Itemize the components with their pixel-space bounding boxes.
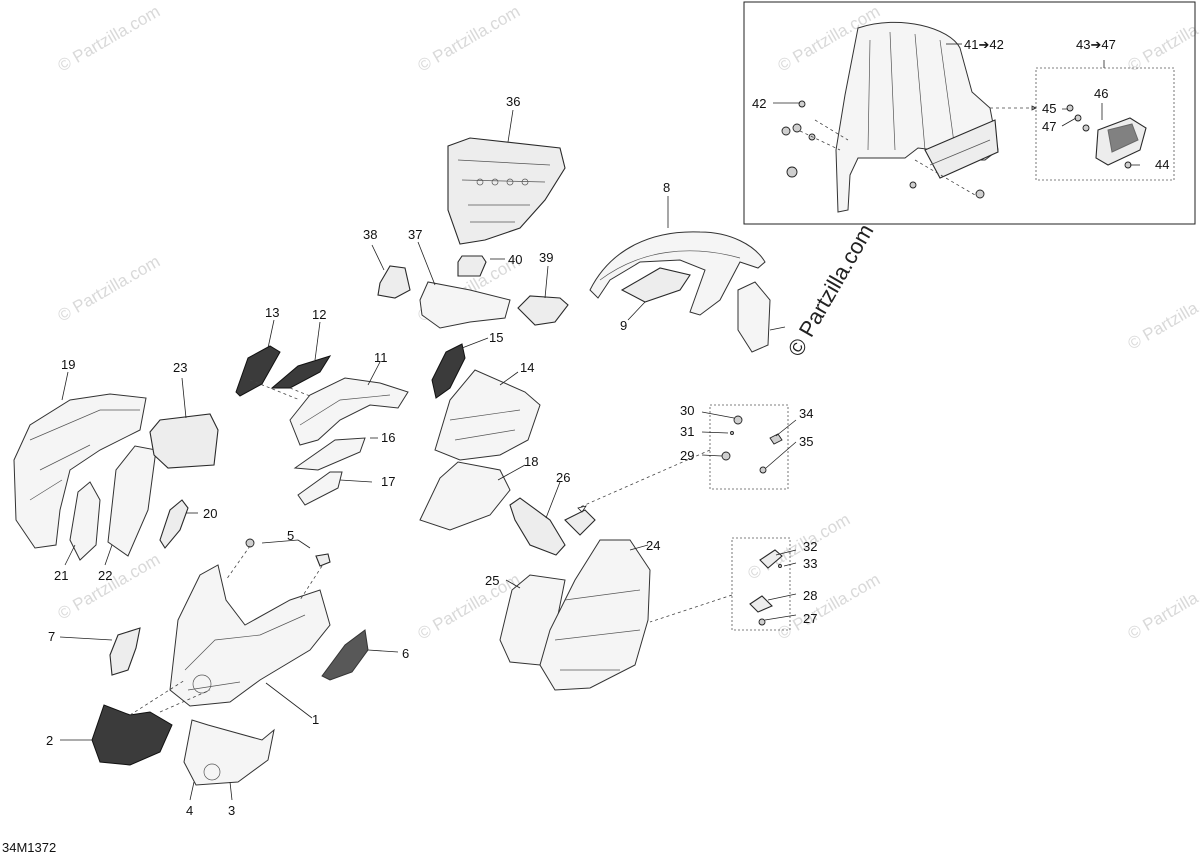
callout-35: 35 [799,434,813,449]
part-17 [297,471,343,506]
part-39 [517,295,569,326]
callout-23: 23 [173,360,187,375]
windshield-bracket [924,119,999,179]
part-1 [169,564,331,707]
callout-labels: 1 2 3 4 5 6 7 8 9 11 12 13 14 15 16 17 1… [46,37,1169,818]
part-26 [509,497,566,556]
part-21 [69,481,101,561]
callout-21: 21 [54,568,68,583]
part-37 [419,281,511,329]
callout-13: 13 [265,305,279,320]
watermark: © Partzilla.com [1125,570,1200,644]
callout-1: 1 [312,712,319,727]
callout-44: 44 [1155,157,1169,172]
callout-40: 40 [508,252,522,267]
watermark: © Partzilla.com [1125,280,1200,354]
watermark: © Partzilla.com [55,252,164,326]
callout-7: 7 [48,629,55,644]
callout-29: 29 [680,448,694,463]
part-22 [107,445,157,557]
callout-42: 42 [752,96,766,111]
callout-28: 28 [803,588,817,603]
callout-20: 20 [203,506,217,521]
part-5-clip [315,553,331,567]
callout-38: 38 [363,227,377,242]
part-14 [434,369,541,461]
part-38 [377,265,411,299]
part-20 [159,499,189,549]
part-16 [293,437,366,471]
callout-22: 22 [98,568,112,583]
callout-32: 32 [803,539,817,554]
callout-9: 9 [620,318,627,333]
callout-12: 12 [312,307,326,322]
callout-5: 5 [287,528,294,543]
callout-43-47: 43➔47 [1076,37,1116,52]
part-3 [183,719,275,786]
callout-41-42: 41➔42 [964,37,1004,52]
callout-4: 4 [186,803,193,818]
callout-24: 24 [646,538,660,553]
callout-8: 8 [663,180,670,195]
part-15 [431,343,466,399]
callout-47: 47 [1042,119,1056,134]
callout-2: 2 [46,733,53,748]
part-6 [321,629,369,681]
part-8-side [737,281,771,353]
callout-17: 17 [381,474,395,489]
watermark: © Partzilla.com [1125,2,1200,76]
callout-33: 33 [803,556,817,571]
windshield-inset-box [743,1,1196,225]
part-11 [289,377,409,446]
callout-46: 46 [1094,86,1108,101]
callout-11: 11 [374,350,388,365]
callout-19: 19 [61,357,75,372]
watermark: © Partzilla.com [745,510,854,584]
callout-15: 15 [489,330,503,345]
callout-30: 30 [680,403,694,418]
callout-18: 18 [524,454,538,469]
callout-6: 6 [402,646,409,661]
part-36-holes [476,178,529,186]
part-8 [589,231,766,316]
callout-37: 37 [408,227,422,242]
watermark: © Partzilla.com [55,2,164,76]
part-9 [620,267,691,303]
callout-26: 26 [556,470,570,485]
part-40 [457,255,487,277]
hardware-box-lower [731,537,791,631]
partzilla-watermark-vertical: © Partzilla.com [783,220,879,361]
callout-3: 3 [228,803,235,818]
watermark: © Partzilla.com [415,2,524,76]
part-24 [539,539,651,691]
callout-39: 39 [539,250,553,265]
part-12 [270,355,332,389]
watermark: © Partzilla.com [775,570,884,644]
part-13 [235,345,281,397]
callout-45: 45 [1042,101,1056,116]
part-5-screw [245,538,255,548]
callout-31: 31 [680,424,694,439]
diagram-code: 34M1372 [2,840,56,855]
part-26-clip [564,509,596,536]
callout-36: 36 [506,94,520,109]
callout-14: 14 [520,360,534,375]
part-2 [91,704,173,766]
callout-25: 25 [485,573,499,588]
windshield-hardware-box [1035,67,1175,181]
callout-27: 27 [803,611,817,626]
part-7 [109,627,141,676]
part-18 [419,461,511,531]
callout-16: 16 [381,430,395,445]
windshield-part [835,21,999,213]
part-36 [447,137,566,245]
watermark: © Partzilla.com [55,550,164,624]
part-23 [149,413,219,469]
callout-34: 34 [799,406,813,421]
hardware-box-upper [709,404,789,490]
